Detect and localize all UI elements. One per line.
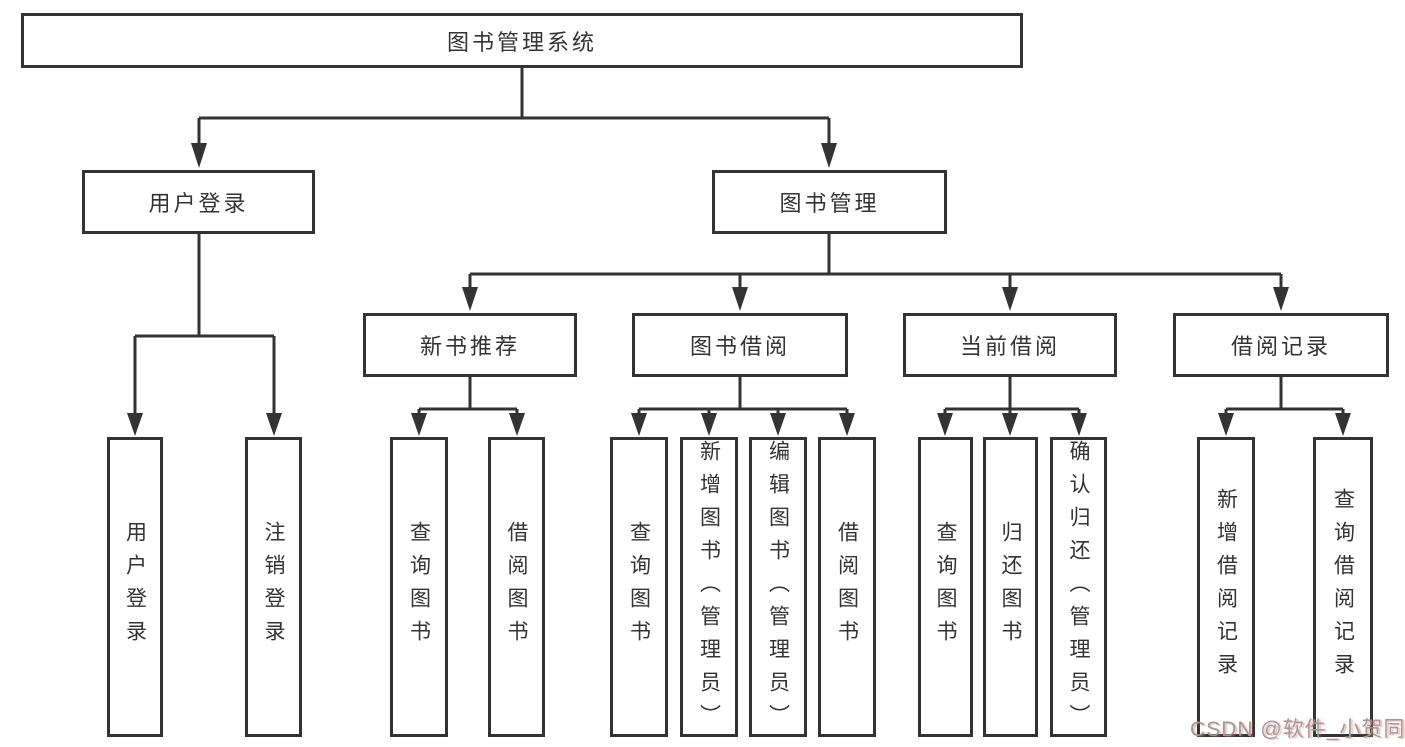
leaf-add-borrow-record-label: 新增借阅记录 xyxy=(1214,488,1238,686)
node-root-system: 图书管理系统 xyxy=(21,13,1023,68)
leaf-query-books-rec: 查询图书 xyxy=(390,437,448,737)
node-user-login: 用户登录 xyxy=(82,170,315,234)
leaf-query-books-current: 查询图书 xyxy=(918,437,973,737)
arrowhead-user-login xyxy=(191,143,207,168)
node-book-mgmt-label: 图书管理 xyxy=(779,191,880,216)
leaf-query-books-rec-label: 查询图书 xyxy=(407,521,431,653)
connector-new-book-to-leaves xyxy=(411,377,525,436)
leaf-borrow-books: 借阅图书 xyxy=(818,437,876,737)
node-book-borrow-label: 图书借阅 xyxy=(689,334,790,359)
node-current-borrow: 当前借阅 xyxy=(903,313,1117,377)
leaf-borrow-books-rec: 借阅图书 xyxy=(488,437,545,737)
connector-book-mgmt-to-level3 xyxy=(462,234,1289,311)
leaf-add-borrow-record: 新增借阅记录 xyxy=(1197,437,1255,737)
leaf-user-login-label: 用户登录 xyxy=(123,521,147,653)
node-book-mgmt: 图书管理 xyxy=(712,170,947,234)
leaf-query-books-borrow: 查询图书 xyxy=(610,437,668,737)
connector-book-borrow-to-leaves xyxy=(631,377,855,436)
leaf-add-books-admin-label: 新增图书（管理员） xyxy=(697,440,721,737)
node-book-borrow: 图书借阅 xyxy=(632,313,848,377)
leaf-query-borrow-record: 查询借阅记录 xyxy=(1313,437,1373,737)
node-user-login-label: 用户登录 xyxy=(148,191,249,216)
node-borrow-records-label: 借阅记录 xyxy=(1230,334,1331,359)
leaf-borrow-books-rec-label: 借阅图书 xyxy=(505,521,528,653)
connector-borrow-records-to-leaves xyxy=(1218,377,1351,436)
node-borrow-records: 借阅记录 xyxy=(1173,313,1389,377)
leaf-user-login: 用户登录 xyxy=(107,437,163,737)
leaf-logout-label: 注销登录 xyxy=(262,521,285,653)
leaf-borrow-books-label: 借阅图书 xyxy=(835,521,859,653)
leaf-edit-books-admin-label: 编辑图书（管理员） xyxy=(766,440,790,737)
leaf-return-books-label: 归还图书 xyxy=(999,521,1022,653)
leaf-query-books-borrow-label: 查询图书 xyxy=(627,521,651,653)
leaf-confirm-return-admin: 确认归还（管理员） xyxy=(1050,437,1107,737)
leaf-logout: 注销登录 xyxy=(245,437,302,737)
arrowhead-book-mgmt xyxy=(821,143,837,168)
leaf-query-borrow-record-label: 查询借阅记录 xyxy=(1331,488,1355,686)
connector-user-login-to-leaves xyxy=(127,234,282,436)
leaf-edit-books-admin: 编辑图书（管理员） xyxy=(749,437,807,737)
csdn-watermark: CSDN @软件_小贺同学 xyxy=(1190,718,1405,741)
node-current-borrow-label: 当前借阅 xyxy=(959,334,1060,359)
connector-root-to-level2 xyxy=(191,68,837,168)
leaf-query-books-current-label: 查询图书 xyxy=(934,521,957,653)
leaf-confirm-return-admin-label: 确认归还（管理员） xyxy=(1067,440,1090,737)
node-root-label: 图书管理系统 xyxy=(446,29,597,55)
leaf-return-books: 归还图书 xyxy=(983,437,1038,737)
leaf-add-books-admin: 新增图书（管理员） xyxy=(680,437,738,737)
connector-current-borrow-to-leaves xyxy=(937,377,1087,436)
node-new-book-recommend: 新书推荐 xyxy=(363,313,577,377)
node-new-book-recommend-label: 新书推荐 xyxy=(419,334,520,359)
